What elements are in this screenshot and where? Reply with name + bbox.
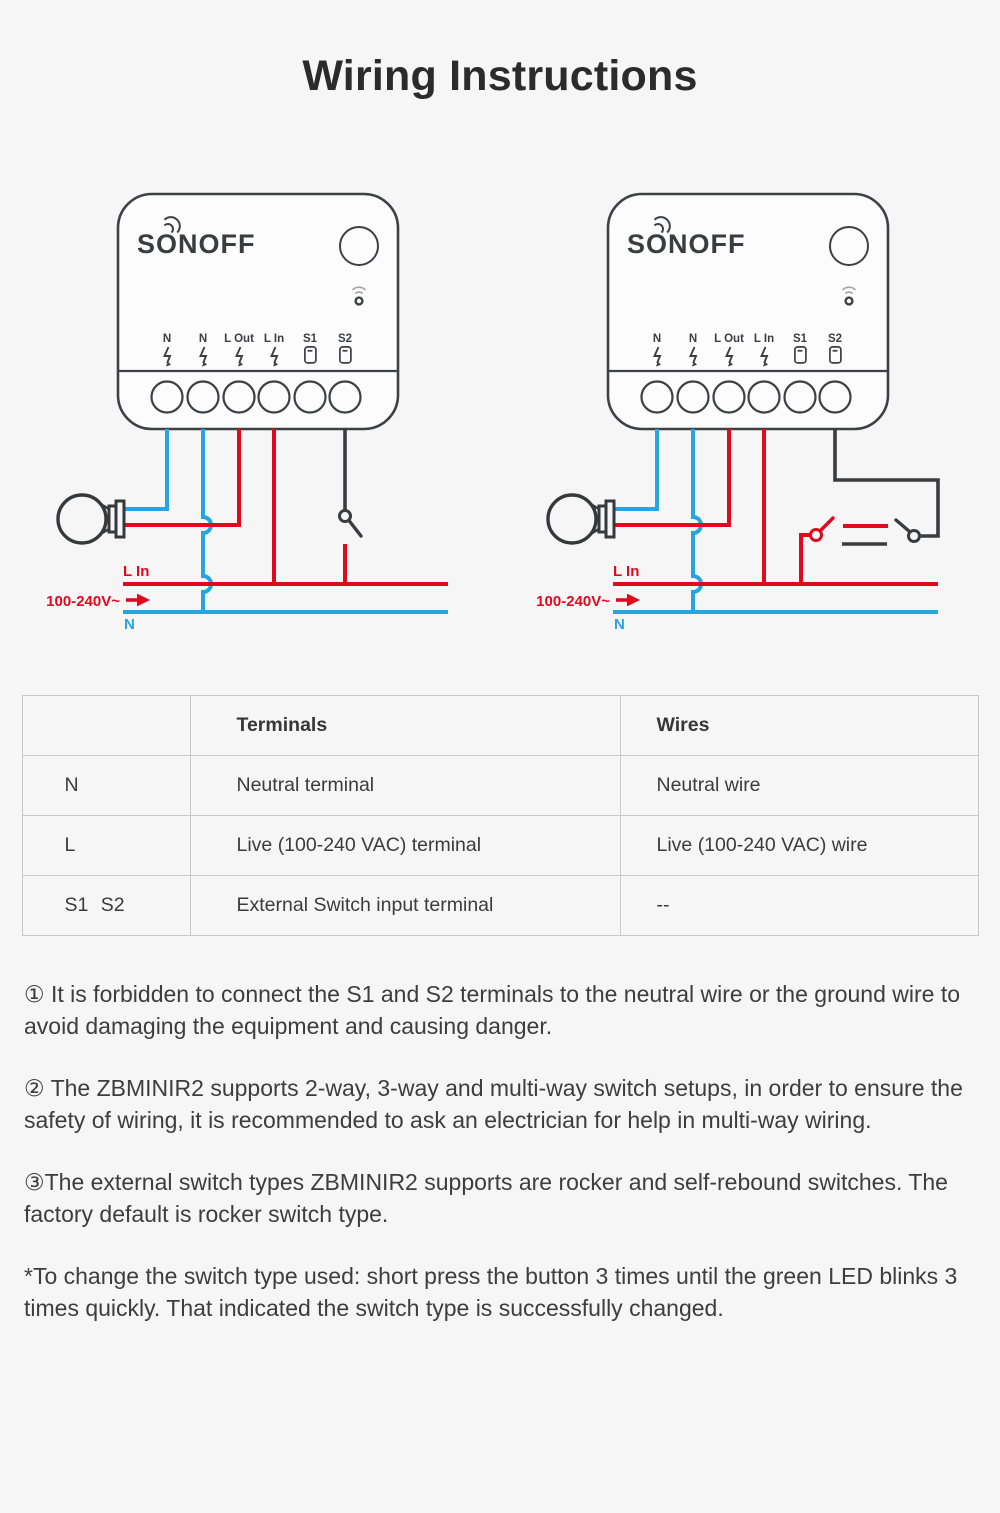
wifi-led-icon (351, 286, 367, 306)
terminal-hole (676, 380, 710, 414)
terminal-label-lout: L Out (714, 333, 744, 345)
wiring-diagrams: SONOFF N N L Out L In S1 S2 (10, 189, 1000, 651)
terminal-hole (712, 380, 746, 414)
neutral-wire-to-bus (691, 429, 703, 612)
terminal-label-n1: N (163, 333, 171, 345)
switch-icon (339, 346, 352, 364)
voltage-label: 100-240V~ (46, 593, 120, 610)
terminal-label-lin: L In (754, 333, 774, 345)
lightning-icon (760, 346, 769, 367)
two-way-switch-a-icon (809, 516, 835, 542)
page-title: Wiring Instructions (302, 52, 698, 100)
neutral-bus-label: N (124, 616, 135, 633)
cell-terminal-desc: Neutral terminal (189, 755, 621, 816)
sonoff-logo: SONOFF (627, 229, 746, 259)
live-bus-label: L In (613, 563, 639, 580)
lightning-icon (725, 346, 734, 367)
two-way-switch-wiring-diagram: SONOFF N N L Out L In S1 S2 (536, 192, 940, 633)
terminal-label-lout: L Out (224, 333, 254, 345)
lamp-icon (56, 493, 126, 545)
cell-terminal-code: S1 S2 (21, 875, 191, 936)
table-header-row: Terminals Wires (21, 695, 979, 756)
terminal-label-n1: N (653, 333, 661, 345)
terminal-label-s1: S1 (793, 333, 808, 345)
terminal-hole (293, 380, 327, 414)
terminal-hole (186, 380, 220, 414)
terminal-label-s1: S1 (303, 333, 318, 345)
sonoff-logo: SONOFF (137, 229, 256, 259)
live-bus-label: L In (123, 563, 149, 580)
cell-terminal-code: N (21, 755, 191, 816)
table-row-l: L Live (100-240 VAC) terminal Live (100-… (21, 815, 979, 876)
lightning-icon (199, 346, 208, 367)
terminal-label-n2: N (689, 333, 697, 345)
note-2: ② The ZBMINIR2 supports 2-way, 3-way and… (24, 1075, 963, 1133)
note-3: ③The external switch types ZBMINIR2 supp… (24, 1169, 948, 1227)
live-out-wire-to-lamp (123, 429, 241, 527)
switch-icon (829, 346, 842, 364)
neutral-wire-to-lamp (613, 429, 659, 511)
cell-terminal-code: L (21, 815, 191, 876)
logo-signal-icon (163, 216, 181, 234)
smart-switch-device: SONOFF N N L Out L In S1 S2 (606, 192, 890, 431)
cell-wire-desc: Neutral wire (619, 755, 979, 816)
external-switch-icon (338, 509, 363, 538)
terminal-label-s2: S2 (828, 333, 842, 345)
lightning-icon (689, 346, 698, 367)
terminal-hole (747, 380, 781, 414)
terminal-label-s2: S2 (338, 333, 352, 345)
header-wires: Wires (619, 695, 979, 756)
terminal-label-n2: N (199, 333, 207, 345)
smart-switch-device: SONOFF N N L Out L In S1 S2 (116, 192, 400, 431)
note-1: ① It is forbidden to connect the S1 and … (24, 981, 961, 1039)
switch-live-wire (799, 533, 811, 584)
power-arrow-icon (616, 593, 640, 607)
switch-icon (794, 346, 807, 364)
cell-wire-desc: Live (100-240 VAC) wire (619, 815, 979, 876)
terminal-hole (257, 380, 291, 414)
terminal-label-lin: L In (264, 333, 284, 345)
voltage-label: 100-240V~ (536, 593, 610, 610)
terminal-hole (222, 380, 256, 414)
s2-switch-wire (833, 429, 940, 538)
terminals-wires-table: Terminals Wires N Neutral terminal Neutr… (21, 695, 979, 936)
neutral-wire-to-bus (201, 429, 213, 612)
lightning-icon (163, 346, 172, 367)
live-out-wire-to-lamp (613, 429, 731, 527)
terminal-hole (150, 380, 184, 414)
two-way-switch-b-icon (894, 518, 921, 543)
lightning-icon (653, 346, 662, 367)
pairing-button (339, 226, 379, 266)
single-switch-wiring-diagram: SONOFF N N L Out L In S1 S2 (46, 192, 448, 633)
neutral-bus-label: N (614, 616, 625, 633)
lightning-icon (235, 346, 244, 367)
power-arrow-icon (126, 593, 150, 607)
terminal-hole (818, 380, 852, 414)
terminal-hole (640, 380, 674, 414)
terminal-hole (783, 380, 817, 414)
wifi-led-icon (841, 286, 857, 306)
notes-section: ① It is forbidden to connect the S1 and … (24, 978, 972, 1324)
header-terminals: Terminals (189, 695, 621, 756)
cell-terminal-desc: External Switch input terminal (189, 875, 621, 936)
lightning-icon (270, 346, 279, 367)
header-empty (21, 695, 191, 756)
logo-signal-icon (653, 216, 671, 234)
switch-icon (304, 346, 317, 364)
pairing-button (829, 226, 869, 266)
cell-terminal-desc: Live (100-240 VAC) terminal (189, 815, 621, 876)
lamp-icon (546, 493, 616, 545)
terminal-hole (328, 380, 362, 414)
neutral-wire-to-lamp (123, 429, 169, 511)
cell-wire-desc: -- (619, 875, 979, 936)
table-row-n: N Neutral terminal Neutral wire (21, 755, 979, 816)
note-4: *To change the switch type used: short p… (24, 1263, 958, 1321)
table-row-s1s2: S1 S2 External Switch input terminal -- (21, 875, 979, 936)
